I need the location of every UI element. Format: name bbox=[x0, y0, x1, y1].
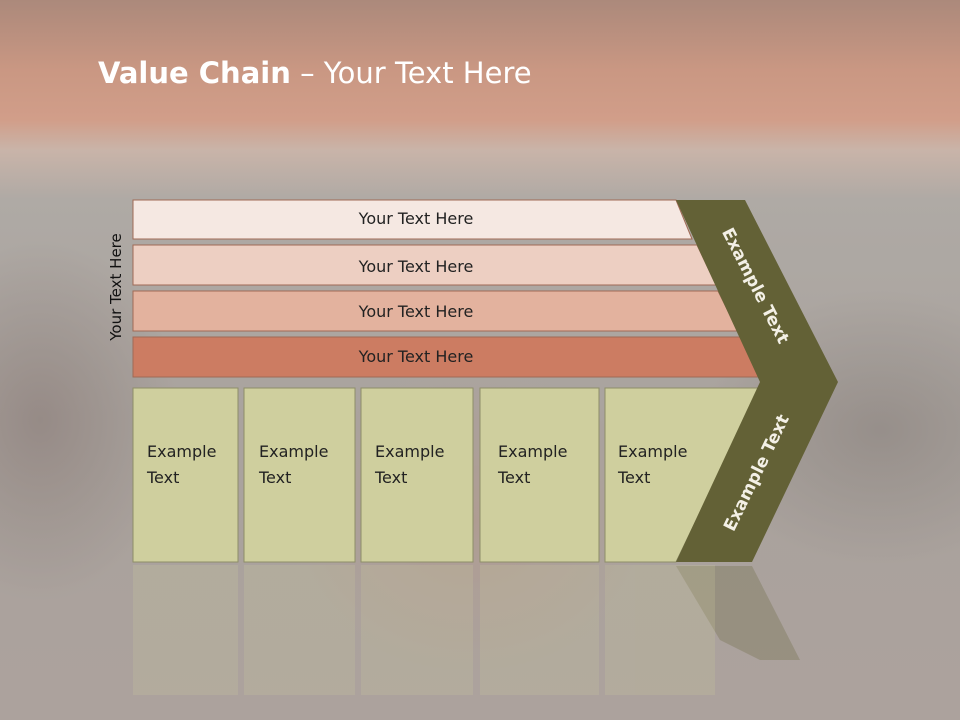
box-2-line2: Text bbox=[259, 468, 292, 487]
chevron-reflection bbox=[676, 566, 800, 660]
box-1-line1: Example bbox=[147, 442, 217, 461]
box-1-line2: Text bbox=[147, 468, 180, 487]
box-3-line2: Text bbox=[375, 468, 408, 487]
box-2-shape bbox=[243, 387, 356, 563]
box-4-shape bbox=[479, 387, 600, 563]
box-1-shape bbox=[132, 387, 239, 563]
box-3-shape bbox=[360, 387, 474, 563]
box-2-line1: Example bbox=[259, 442, 329, 461]
band-1-shape bbox=[132, 199, 693, 240]
band-label-3: Your Text Here bbox=[358, 302, 474, 321]
box-5-line2: Text bbox=[618, 468, 651, 487]
slide-title: Value Chain – Your Text Here bbox=[98, 56, 532, 90]
chevron-shape bbox=[676, 200, 838, 562]
title-rest: – Your Text Here bbox=[290, 56, 532, 90]
box-5-line1: Example bbox=[618, 442, 688, 461]
band-label-2: Your Text Here bbox=[358, 257, 474, 276]
box-3-line1: Example bbox=[375, 442, 445, 461]
title-bold: Value Chain bbox=[98, 56, 291, 90]
band-label-4: Your Text Here bbox=[358, 347, 474, 366]
box-4-line2: Text bbox=[498, 468, 531, 487]
box-4-line1: Example bbox=[498, 442, 568, 461]
band-label-1: Your Text Here bbox=[358, 209, 474, 228]
